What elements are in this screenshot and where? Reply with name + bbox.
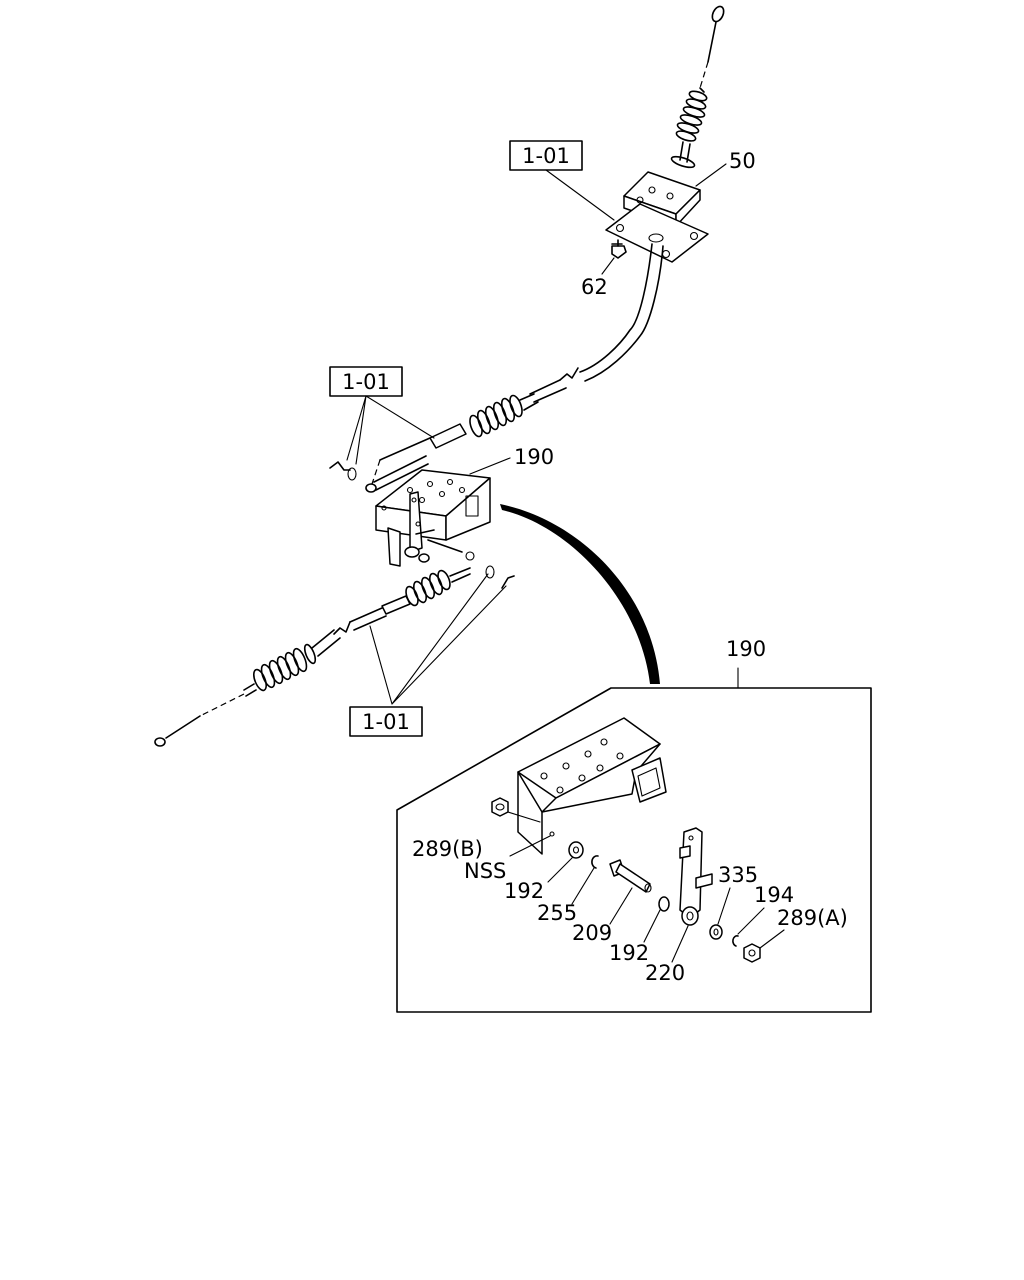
part-190-bracket xyxy=(375,469,491,567)
label-part-209: 209 xyxy=(572,921,612,945)
part-289b-nut xyxy=(491,797,509,817)
part-335-washer xyxy=(709,924,723,940)
middle-cable-assembly xyxy=(365,393,539,493)
leader-220 xyxy=(671,925,689,963)
leader-50 xyxy=(695,163,727,187)
lower-shift-cable xyxy=(154,567,471,747)
ref-box-mid[interactable]: 1-01 xyxy=(329,366,403,397)
label-part-62: 62 xyxy=(581,275,608,299)
label-part-335: 335 xyxy=(718,863,758,887)
label-part-192b: 192 xyxy=(609,941,649,965)
label-part-190-detail: 190 xyxy=(726,637,766,661)
part-220-lever xyxy=(679,827,713,926)
ref-bottom-leader xyxy=(369,573,507,705)
leader-209 xyxy=(609,887,633,925)
leader-192a xyxy=(547,857,573,883)
part-192-washer-a xyxy=(568,841,584,859)
ref-top-leader xyxy=(545,169,615,221)
detail-bracket xyxy=(517,717,667,855)
upper-shift-cable xyxy=(670,5,725,169)
leader-192b xyxy=(643,909,661,943)
part-62-bolt xyxy=(611,239,627,259)
clip-and-washer-lower xyxy=(485,565,515,589)
leader-289b xyxy=(507,811,541,823)
part-194-snap-ring xyxy=(732,935,739,947)
ref-box-top-label: 1-01 xyxy=(522,144,570,168)
leader-nss xyxy=(509,835,551,857)
base-plate xyxy=(605,203,709,263)
ref-mid-leader xyxy=(346,395,435,465)
label-nss: NSS xyxy=(464,859,506,883)
leader-190-main xyxy=(469,457,511,475)
lower-boot-bellows-upper xyxy=(405,569,451,607)
label-part-255: 255 xyxy=(537,901,577,925)
label-part-289b: 289(B) xyxy=(412,837,483,861)
cable-routing xyxy=(529,243,664,403)
leader-335 xyxy=(717,887,731,925)
part-192-washer-b xyxy=(658,896,670,912)
label-part-190-main: 190 xyxy=(514,445,554,469)
leader-194 xyxy=(737,907,765,935)
label-part-50: 50 xyxy=(729,149,756,173)
ref-box-bottom-label: 1-01 xyxy=(362,710,410,734)
part-289a-nut xyxy=(743,943,761,963)
label-part-289a: 289(A) xyxy=(777,906,848,930)
clip-and-washer-upper xyxy=(329,461,357,481)
leader-289a xyxy=(759,929,785,949)
ref-box-bottom[interactable]: 1-01 xyxy=(349,706,423,737)
middle-boot-bellows xyxy=(469,397,516,438)
detail-callout-arrow xyxy=(500,504,660,684)
leader-255 xyxy=(571,867,595,905)
part-255-snap-ring xyxy=(591,855,599,869)
ref-box-top[interactable]: 1-01 xyxy=(509,140,583,171)
part-209-pin xyxy=(609,859,652,893)
ref-box-mid-label: 1-01 xyxy=(342,370,390,394)
lower-boot-bellows xyxy=(252,647,308,692)
detail-box-frame xyxy=(396,687,872,1013)
label-part-192a: 192 xyxy=(504,879,544,903)
upper-boot-bellows xyxy=(675,90,708,142)
leader-62 xyxy=(601,257,615,275)
label-part-220: 220 xyxy=(645,961,685,985)
label-part-194: 194 xyxy=(754,883,794,907)
